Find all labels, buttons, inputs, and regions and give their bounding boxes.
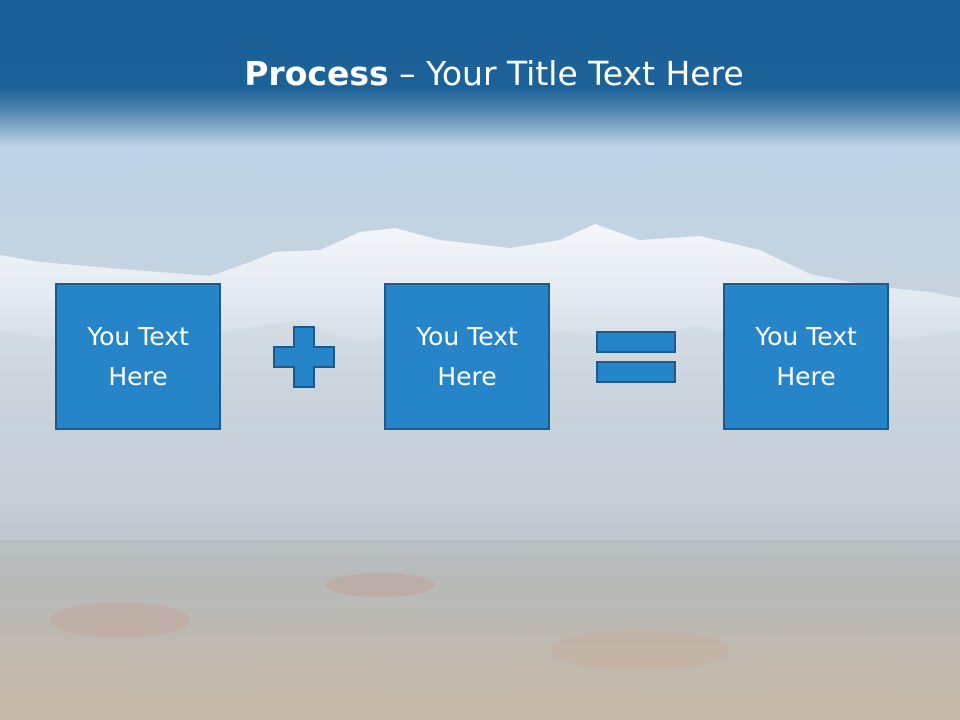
process-box-1-label: You Text Here (87, 321, 189, 391)
equals-icon (596, 331, 676, 383)
title-rest-text: – Your Title Text Here (388, 54, 744, 93)
slide-title[interactable]: Process – Your Title Text Here (0, 52, 960, 96)
process-box-3-label: You Text Here (755, 321, 857, 391)
plus-icon (273, 326, 335, 388)
process-box-3[interactable]: You Text Here (723, 283, 889, 430)
process-box-2-label: You Text Here (416, 321, 518, 391)
title-bold-text: Process (244, 54, 389, 93)
process-box-1[interactable]: You Text Here (55, 283, 221, 430)
title-bar: Process – Your Title Text Here (0, 0, 960, 148)
process-box-2[interactable]: You Text Here (384, 283, 550, 430)
